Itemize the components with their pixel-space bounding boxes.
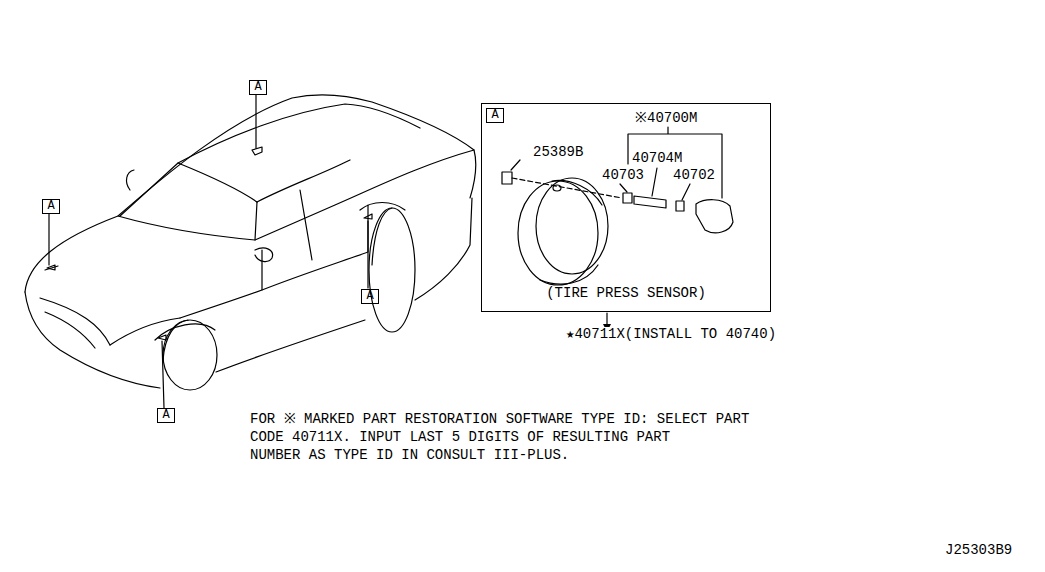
part-number: 40703 (601, 168, 645, 183)
callout-letter: A (362, 290, 378, 303)
callout-letter: A (487, 109, 503, 122)
note-line: NUMBER AS TYPE ID IN CONSULT III-PLUS. (249, 448, 570, 463)
callout-letter: A (250, 81, 266, 94)
note-line: CODE 40711X. INPUT LAST 5 DIGITS OF RESU… (249, 430, 671, 445)
inset-caption: (TIRE PRESS SENSOR) (482, 286, 770, 301)
part-number: ★40711X(INSTALL TO 40740) (565, 327, 777, 342)
callout-box: A (42, 199, 60, 214)
note-line: FOR ※ MARKED PART RESTORATION SOFTWARE T… (249, 412, 750, 427)
callout-box: A (157, 408, 175, 423)
part-number: 40704M (631, 151, 683, 166)
callout-letter: A (43, 200, 59, 213)
callout-box: A (361, 289, 379, 304)
callout-letter: A (158, 409, 174, 422)
callout-box: A (249, 80, 267, 95)
inset-box: (TIRE PRESS SENSOR) A (481, 103, 771, 312)
callout-box: A (486, 108, 504, 123)
diagram-code: J25303B9 (944, 543, 1013, 558)
part-number: 25389B (532, 145, 584, 160)
part-number: ※40700M (634, 111, 698, 126)
part-number: 40702 (672, 168, 716, 183)
